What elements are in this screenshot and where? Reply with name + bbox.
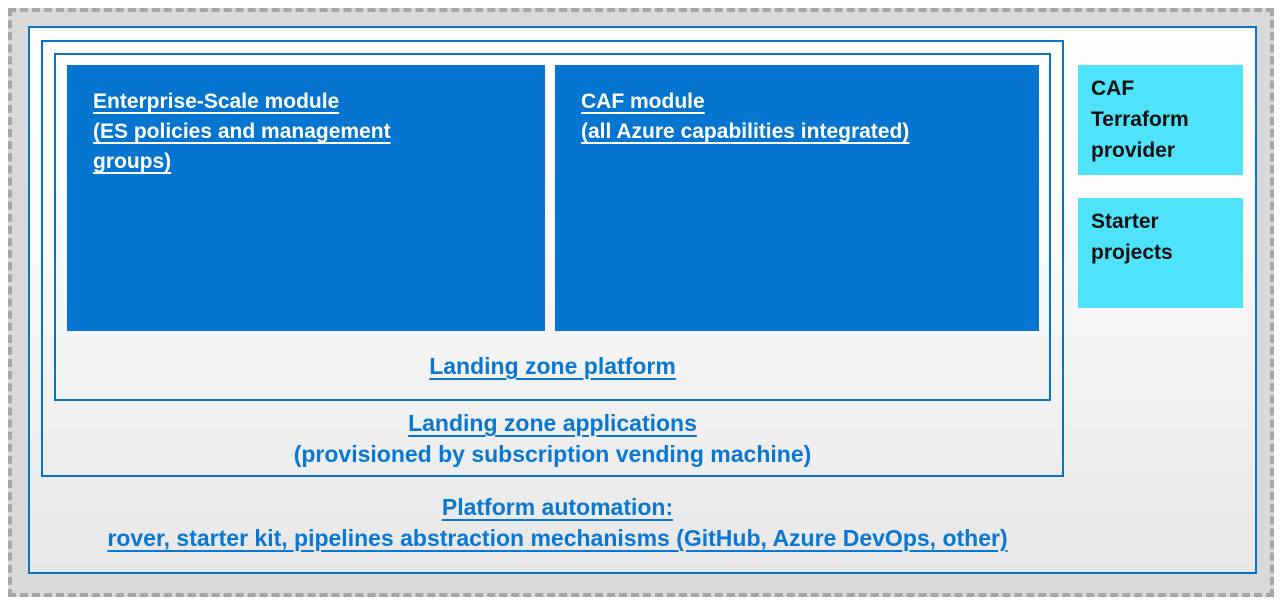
enterprise-scale-module-box: Enterprise-Scale module (ES policies and… (67, 65, 545, 331)
starter-projects-box: Starter projects (1078, 198, 1243, 308)
dashed-outer-frame: Enterprise-Scale module (ES policies and… (8, 8, 1274, 597)
landing-zone-applications-box: Enterprise-Scale module (ES policies and… (41, 40, 1064, 477)
enterprise-scale-module-subtitle: (ES policies and management groups) (93, 120, 391, 173)
caf-module-text: CAF module (all Azure capabilities integ… (555, 65, 1039, 169)
landing-zone-platform-box: Enterprise-Scale module (ES policies and… (54, 53, 1051, 401)
landing-zone-applications-title: Landing zone applications (408, 410, 697, 436)
landing-zone-applications-subtitle: (provisioned by subscription vending mac… (293, 441, 812, 467)
caf-terraform-provider-label: CAF Terraform provider (1091, 77, 1189, 162)
caf-module-title: CAF module (581, 90, 705, 113)
platform-automation-subtitle: rover, starter kit, pipelines abstractio… (107, 525, 1008, 551)
caf-module-subtitle: (all Azure capabilities integrated) (581, 120, 910, 143)
platform-automation-title: Platform automation: (441, 494, 674, 520)
platform-automation-label: Platform automation: rover, starter kit,… (40, 492, 1075, 554)
caf-module-box: CAF module (all Azure capabilities integ… (555, 65, 1039, 331)
enterprise-scale-module-title: Enterprise-Scale module (93, 90, 340, 113)
platform-automation-box: Enterprise-Scale module (ES policies and… (28, 26, 1257, 574)
caf-terraform-provider-box: CAF Terraform provider (1078, 65, 1243, 175)
landing-zone-applications-label: Landing zone applications (provisioned b… (43, 408, 1062, 470)
landing-zone-platform-label: Landing zone platform (429, 353, 676, 379)
enterprise-scale-module-text: Enterprise-Scale module (ES policies and… (67, 65, 471, 199)
starter-projects-label: Starter projects (1091, 210, 1173, 264)
